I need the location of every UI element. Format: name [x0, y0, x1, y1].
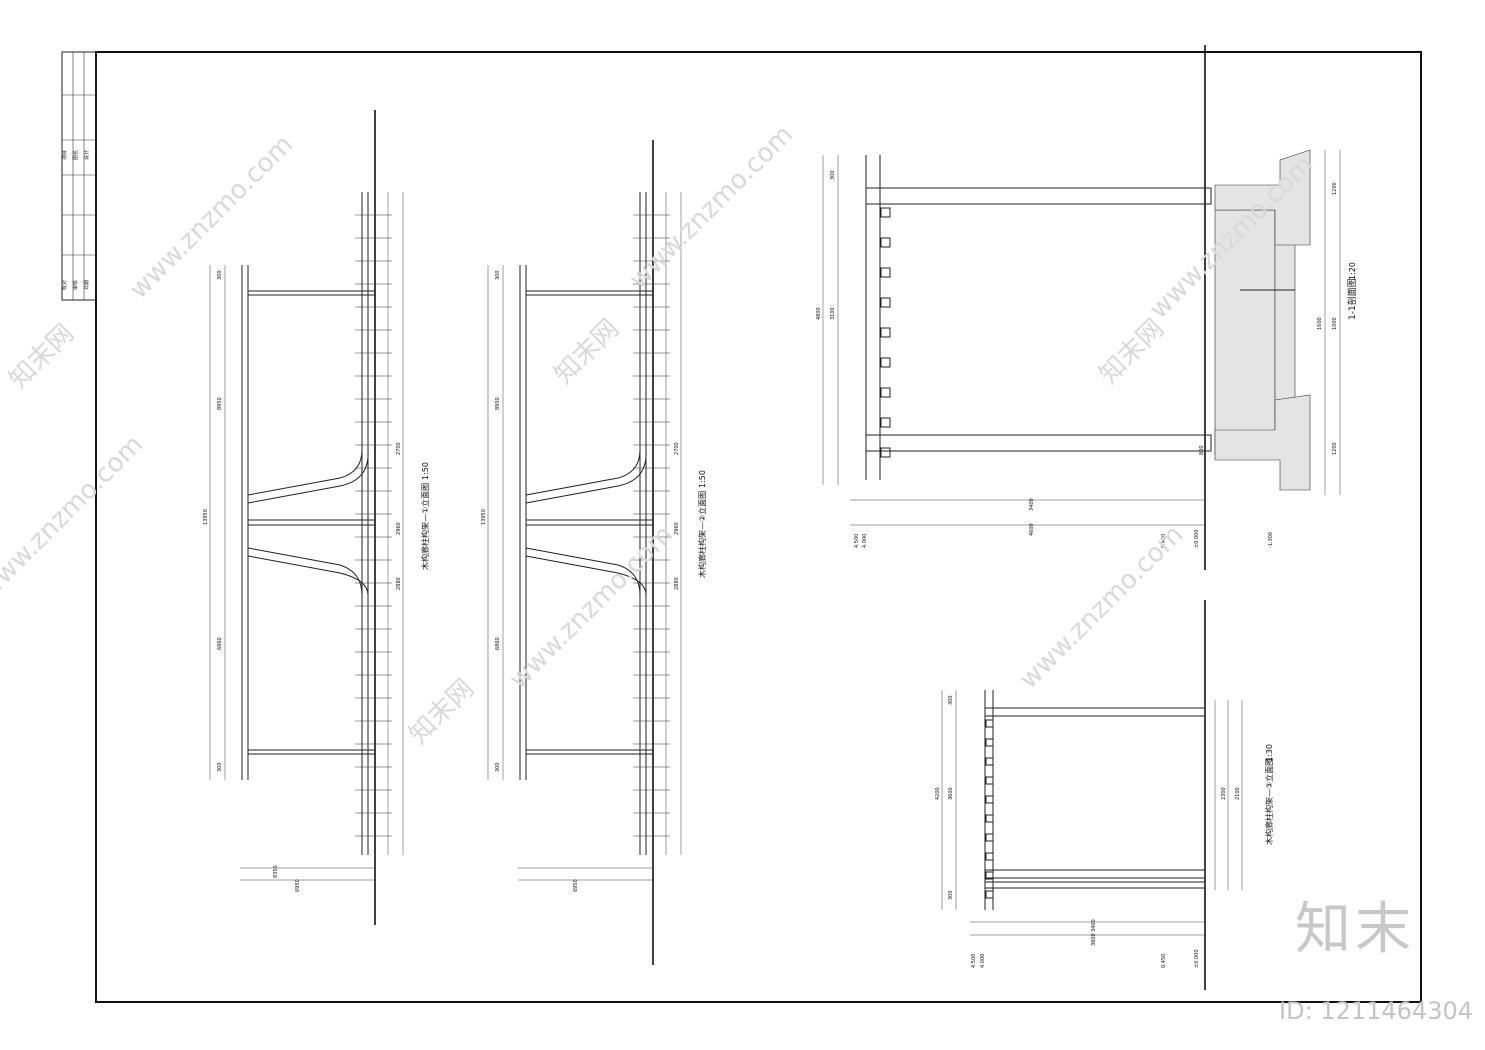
elev-c-level-3: ±0.000	[1194, 949, 1200, 968]
elev-c-dim-3: 300	[948, 890, 954, 900]
elev-c-level-0: 4.500	[971, 954, 977, 968]
rafter-block	[985, 795, 994, 804]
section-title: 1-1剖面图	[1346, 278, 1358, 320]
elev-b-dim-4: 2960	[674, 522, 680, 535]
tb-cell-2: 设计	[83, 150, 90, 160]
elev-c-title: 木构廊柱构架—③立面图	[1264, 758, 1274, 845]
rafter-block	[985, 719, 994, 728]
elev-b-dim-8: 6950	[573, 879, 579, 892]
section-scale: 1:20	[1348, 262, 1357, 280]
rafter-block	[985, 833, 994, 842]
rafter-block	[880, 237, 891, 248]
watermark-site-6: www.znzmo.com	[1014, 520, 1189, 695]
elev-c-dim-7: 3800	[1091, 933, 1097, 946]
watermark-site-3: www.znzmo.com	[624, 120, 799, 295]
tb-cell-3: 校对	[61, 280, 68, 290]
sec-dim-7: 1200	[1332, 442, 1338, 455]
elev-a-dim-0: 300	[217, 270, 223, 280]
section-1-1: 1-1剖面图 1:20 300 4800 3100 1200 800 3400 …	[816, 45, 1358, 570]
sec-dim-3: 1200	[1332, 182, 1338, 195]
rafter-block	[880, 417, 891, 428]
elev-a-dim-6: 6860	[217, 637, 223, 650]
elev-a-dim-3: 2700	[396, 442, 402, 455]
elev-a-title: 木构廊柱构架—①立面图	[420, 483, 430, 570]
elevation-a: 木构廊柱构架—①立面图 1:50 300 8950 13950 2700 296…	[203, 110, 430, 925]
elev-b-dim-6: 6860	[495, 637, 501, 650]
elev-b-dim-5: 2880	[674, 577, 680, 590]
elev-b-scale: 1:50	[698, 470, 707, 488]
elevation-b: 木构廊柱构架—②立面图 1:50 300 8950 13950 2700 296…	[481, 140, 707, 965]
rafter-block	[880, 357, 891, 368]
tb-cell-0: 项目	[62, 150, 68, 160]
rafter-block	[880, 297, 891, 308]
brand-logo: 知末	[1295, 897, 1415, 962]
sec-level-0: 4.500	[854, 534, 860, 548]
sec-dim-1: 4800	[816, 307, 822, 320]
sec-dim-2: 3100	[830, 307, 836, 320]
sec-dim-4: 800	[1199, 445, 1205, 455]
watermark-site-2: www.znzmo.com	[0, 430, 149, 605]
watermark-brand-3: 知末网	[404, 674, 480, 750]
watermark-site-1: www.znzmo.com	[124, 130, 299, 305]
sec-dim-9: 1000	[1332, 317, 1338, 330]
rafter-block	[880, 447, 891, 458]
rafter-block	[880, 207, 891, 218]
elev-a-dim-8: 8350	[273, 865, 279, 878]
elev-b-dim-3: 2700	[674, 442, 680, 455]
drawing-frame	[95, 51, 1422, 1003]
tb-cell-5: 日期	[84, 280, 90, 290]
rafter-block	[985, 890, 994, 899]
rafter-block	[985, 776, 994, 785]
elev-b-dim-0: 300	[495, 270, 501, 280]
rafter-block	[985, 814, 994, 823]
elev-b-dim-7: 300	[495, 762, 501, 772]
sec-level-3: ±0.000	[1194, 529, 1200, 548]
sec-level-2: 0.450	[1161, 534, 1167, 548]
image-id-label: ID: 1211464304	[1279, 997, 1473, 1025]
rafter-block	[985, 738, 994, 747]
watermark-brand-2: 知末网	[549, 314, 625, 390]
sec-dim-5: 3400	[1029, 498, 1035, 511]
elev-c-dim-1: 4200	[935, 787, 941, 800]
rafter-block	[880, 327, 891, 338]
elev-a-scale: 1:50	[421, 462, 430, 480]
elev-a-dim-1: 8950	[217, 397, 223, 410]
elev-c-scale: 1:30	[1265, 744, 1274, 762]
elev-a-dim-5: 2880	[396, 577, 402, 590]
elev-c-level-2: 0.450	[1161, 954, 1167, 968]
elev-b-title: 木构廊柱构架—②立面图	[697, 491, 707, 578]
rafter-block	[985, 871, 994, 880]
sec-level-4: -1.300	[1268, 532, 1274, 548]
elev-c-dim-6: 3400	[1091, 919, 1097, 932]
elev-c-dim-0: 300	[948, 695, 954, 705]
rafter-block	[985, 757, 994, 766]
elevation-c: 木构廊柱构架—③立面图 1:30 300 4200 3600 300 2300 …	[935, 600, 1274, 990]
watermark-brand-1: 知末网	[4, 319, 80, 395]
rafter-block	[880, 267, 891, 278]
watermark-brand-4: 知末网	[1094, 314, 1170, 390]
elev-b-dim-2: 13950	[481, 509, 487, 525]
rafter-block	[985, 852, 994, 861]
elev-a-dim-9: 6950	[295, 879, 301, 892]
tb-cell-4: 审核	[72, 280, 79, 290]
rafter-block	[880, 387, 891, 398]
elev-c-level-1: 4.000	[980, 954, 986, 968]
elev-a-dim-2: 13950	[203, 509, 209, 525]
sec-level-1: 4.000	[862, 534, 868, 548]
elev-c-dim-5: 2100	[1235, 787, 1241, 800]
elev-a-dim-7: 300	[217, 762, 223, 772]
elev-a-dim-4: 2960	[396, 522, 402, 535]
sec-dim-6: 4600	[1029, 523, 1035, 536]
foundation-wall	[1214, 209, 1276, 456]
sec-dim-8: 1600	[1317, 317, 1323, 330]
elev-b-dim-1: 8950	[495, 397, 501, 410]
elev-c-dim-4: 2300	[1221, 787, 1227, 800]
tb-cell-1: 图名	[72, 150, 79, 160]
title-block: 项目 图名 设计 校对 审核 日期	[61, 51, 97, 301]
elev-c-dim-2: 3600	[948, 787, 954, 800]
sec-dim-0: 300	[830, 170, 836, 180]
